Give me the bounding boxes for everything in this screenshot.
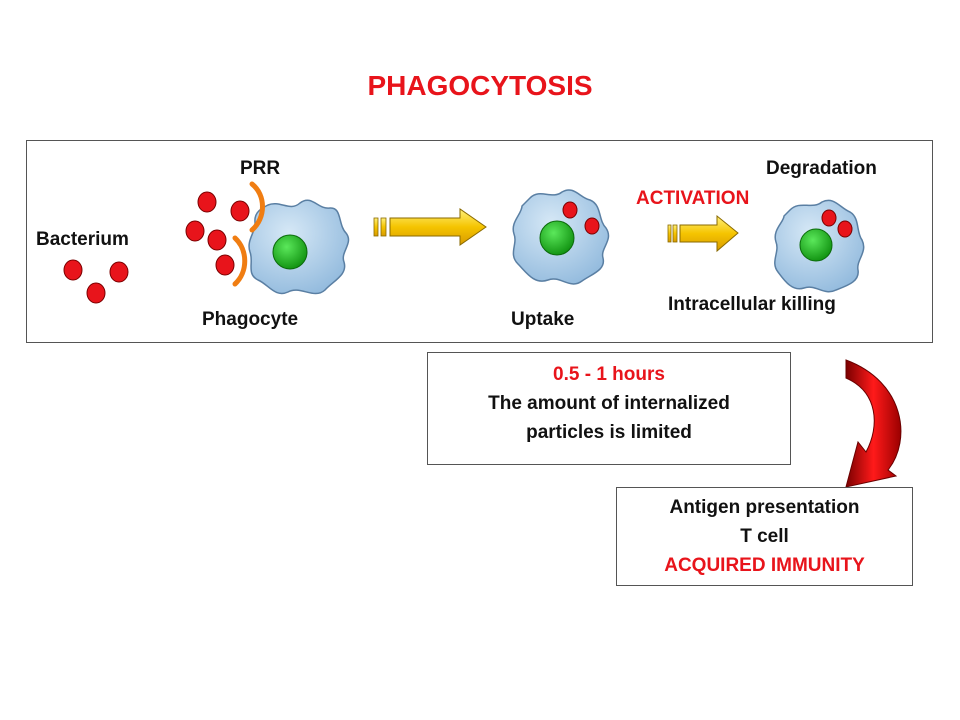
curved-arrow-icon (845, 359, 902, 488)
bacterium-label: Bacterium (36, 229, 129, 250)
bacterium-icon (207, 229, 227, 251)
bacterium-icon (86, 282, 106, 304)
t-cell-text: T cell (740, 526, 789, 547)
bacterium-icon (197, 191, 217, 213)
bacterium-icon (215, 254, 235, 276)
degradation-label: Degradation (766, 158, 877, 179)
activation-label: ACTIVATION (636, 188, 750, 209)
antigen-presentation-text: Antigen presentation (669, 497, 860, 518)
bacterium-icon (562, 201, 578, 219)
bacterium-icon (584, 217, 600, 235)
note-line-1: The amount of internalized (488, 393, 730, 414)
bacterium-icon (230, 200, 250, 222)
bacteria-group (63, 259, 129, 304)
bacterium-icon (63, 259, 83, 281)
activation-arrow-icon (667, 214, 739, 253)
outcome-box: Antigen presentation T cell ACQUIRED IMM… (616, 487, 913, 586)
uptake-label: Uptake (511, 309, 575, 330)
bound-bacteria-group (185, 191, 250, 276)
acquired-immunity-text: ACQUIRED IMMUNITY (664, 555, 865, 576)
process-arrow-icon (373, 208, 487, 246)
prr-receptor-icon (232, 235, 248, 287)
duration-text: 0.5 - 1 hours (553, 364, 665, 385)
nucleus-icon (539, 220, 575, 256)
bacterium-icon (821, 209, 837, 227)
bacterium-icon (185, 220, 205, 242)
prr-receptor-icon (249, 181, 265, 233)
nucleus-icon (799, 228, 833, 262)
note-line-2: particles is limited (526, 422, 692, 443)
diagram-title: PHAGOCYTOSIS (367, 70, 593, 101)
prr-label: PRR (240, 158, 281, 179)
phagocytosis-process-panel (26, 140, 933, 343)
phagocyte-cell-icon (512, 189, 610, 285)
bacterium-icon (109, 261, 129, 283)
nucleus-icon (272, 234, 308, 270)
intracellular-killing-label: Intracellular killing (668, 294, 836, 315)
phagocyte-cell-icon (774, 199, 865, 293)
bacterium-icon (837, 220, 853, 238)
phagocyte-label: Phagocyte (202, 309, 299, 330)
phagocyte-cell-icon (248, 199, 350, 295)
time-info-box: 0.5 - 1 hours The amount of internalized… (427, 352, 791, 465)
